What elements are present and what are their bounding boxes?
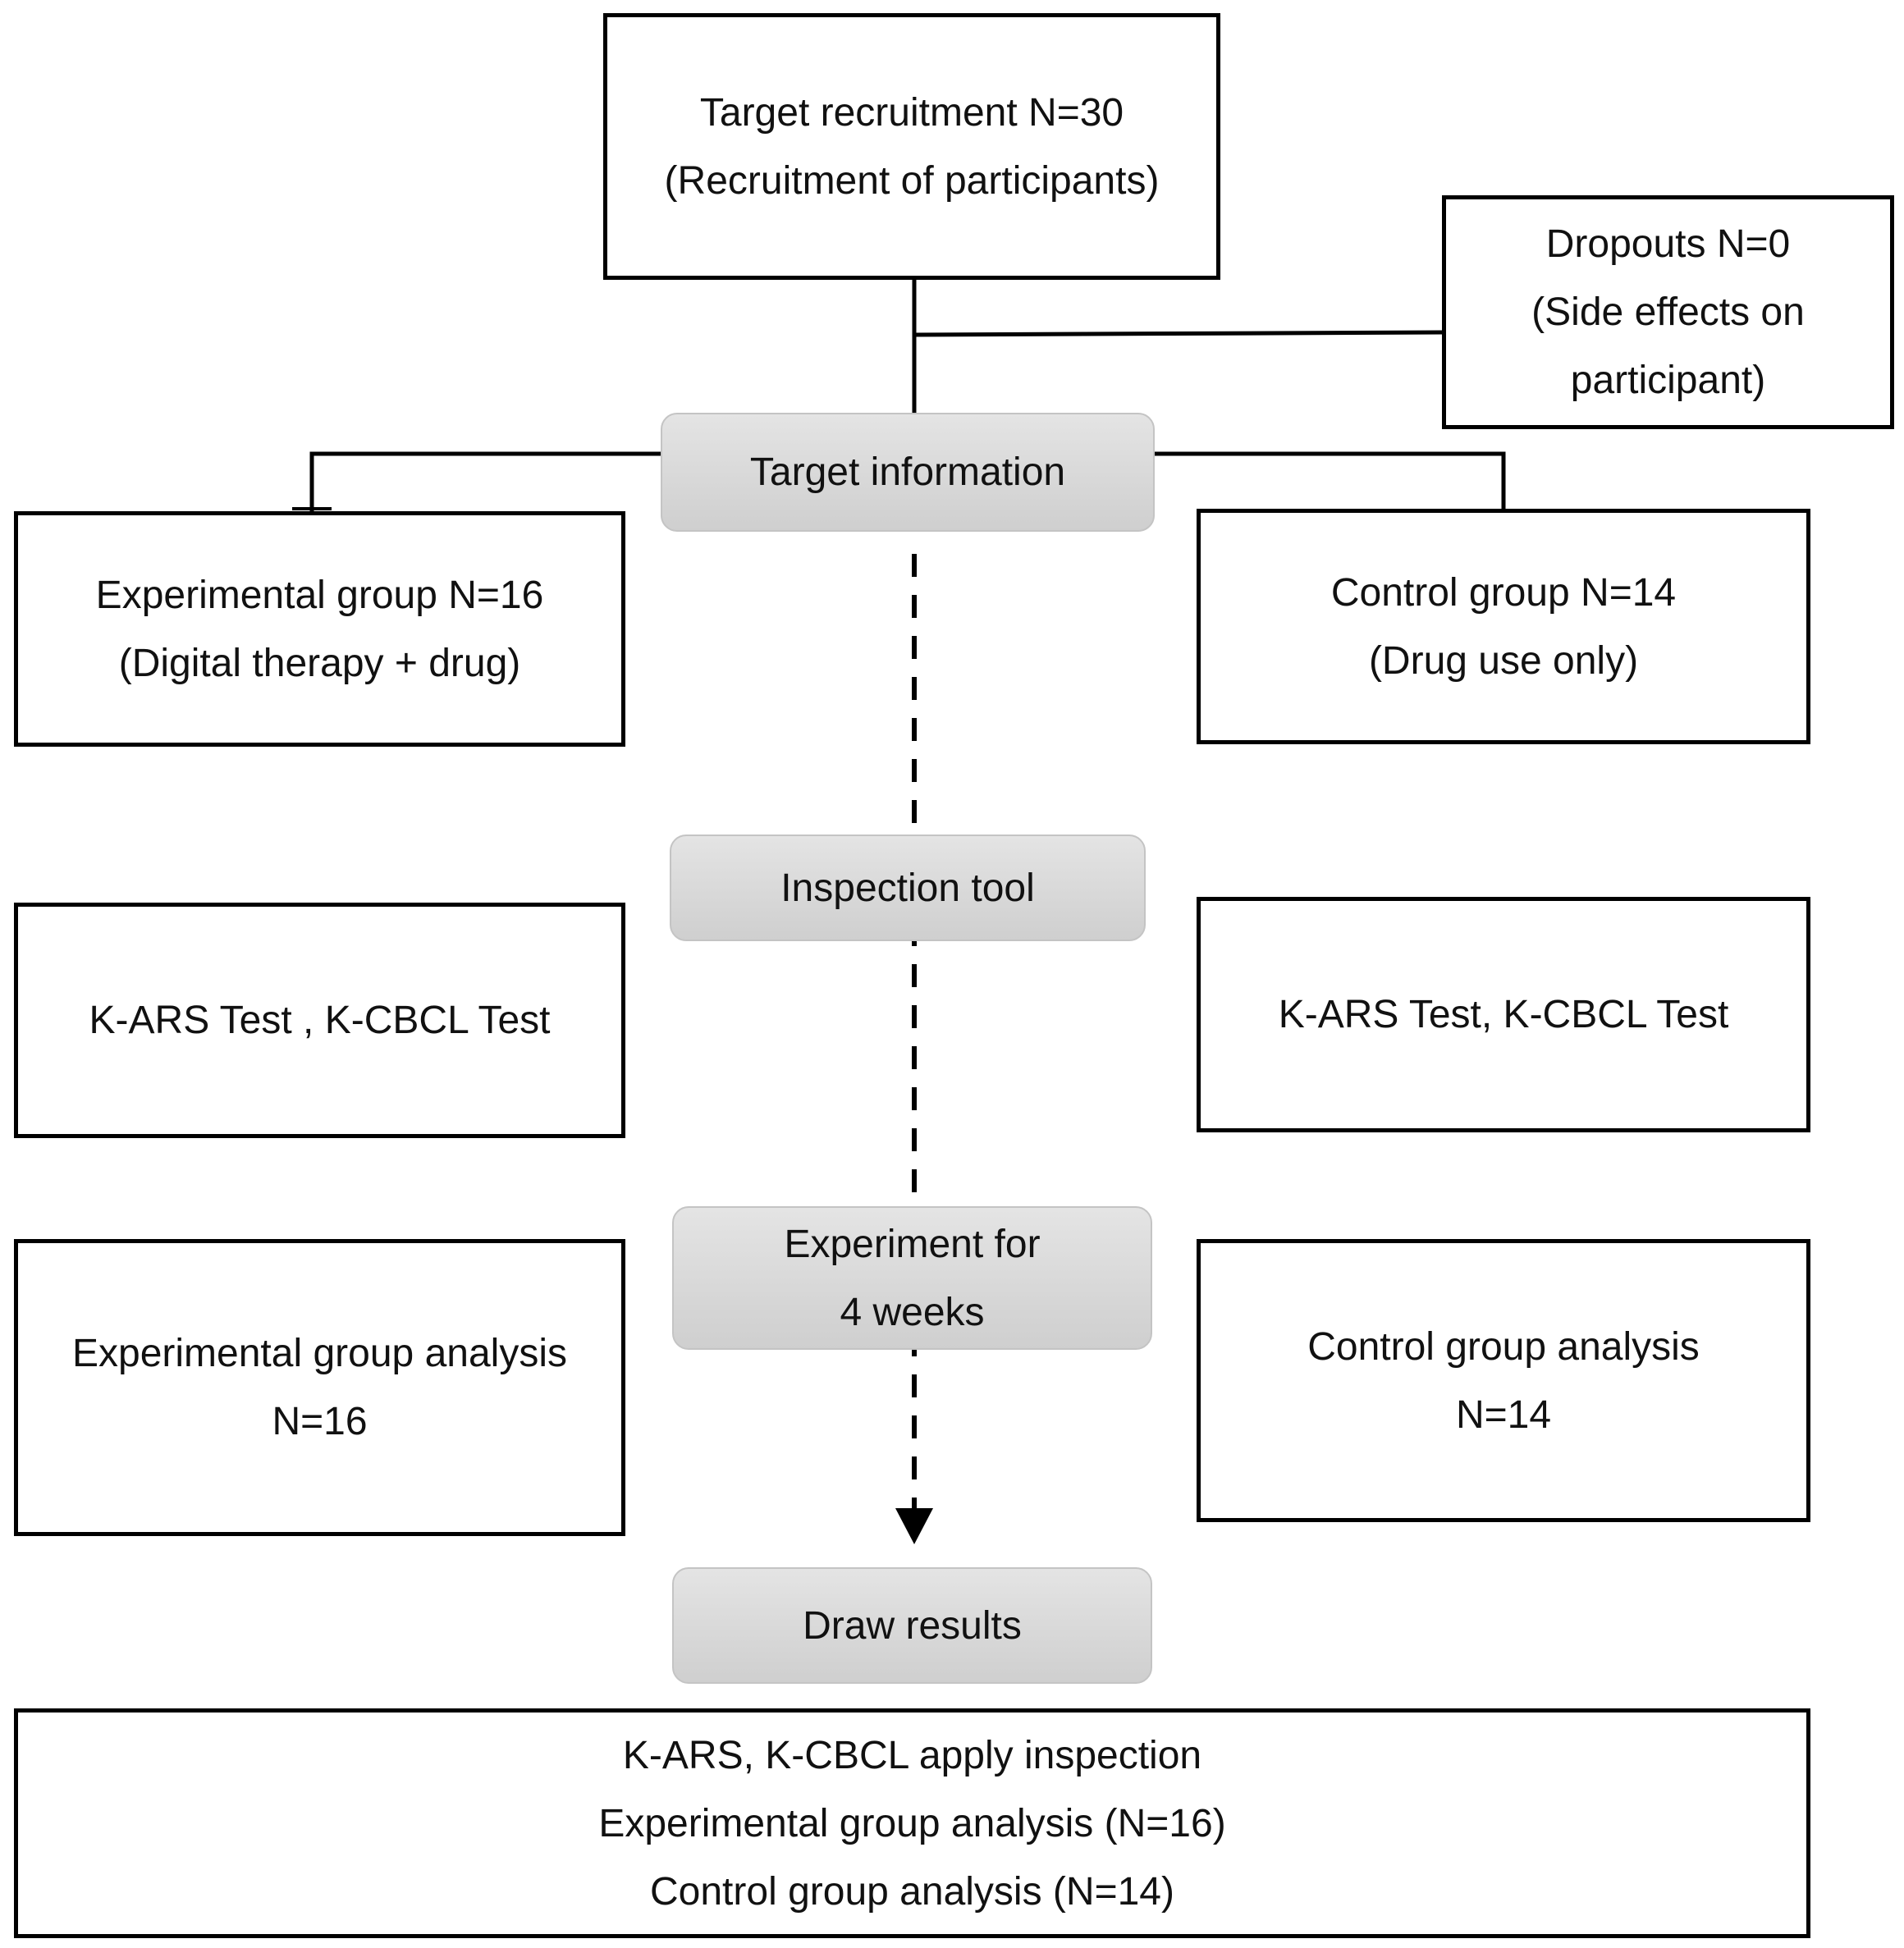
experimental-tests-box: K-ARS Test , K-CBCL Test bbox=[14, 903, 625, 1138]
experimental-group-title: Experimental group N=16 bbox=[95, 573, 544, 617]
dropout-branch-line bbox=[913, 330, 1445, 337]
experimental-group-subtitle: (Digital therapy + drug) bbox=[118, 641, 521, 685]
flow-arrowhead bbox=[895, 1508, 933, 1544]
experimental-tests-label: K-ARS Test , K-CBCL Test bbox=[89, 999, 551, 1042]
control-analysis-title: Control group analysis bbox=[1307, 1324, 1700, 1369]
recruitment-subtitle: (Recruitment of participants) bbox=[664, 158, 1160, 203]
stage-inspection-tool: Inspection tool bbox=[670, 835, 1146, 941]
control-group-title: Control group N=14 bbox=[1330, 570, 1677, 615]
recruitment-box: Target recruitment N=30 (Recruitment of … bbox=[603, 13, 1220, 280]
experimental-analysis-title: Experimental group analysis bbox=[72, 1332, 567, 1375]
final-results-line1: K-ARS, K-CBCL apply inspection bbox=[622, 1733, 1202, 1777]
dropouts-reason-line1: (Side effects on bbox=[1531, 290, 1805, 334]
dropouts-box: Dropouts N=0 (Side effects on participan… bbox=[1442, 195, 1894, 429]
stage-target-information: Target information bbox=[661, 413, 1155, 532]
stage-target-information-label: Target information bbox=[749, 450, 1066, 494]
control-analysis-count: N=14 bbox=[1455, 1392, 1552, 1437]
control-branch-line bbox=[1153, 451, 1506, 509]
dropouts-title: Dropouts N=0 bbox=[1545, 222, 1791, 266]
experimental-branch-line bbox=[309, 451, 661, 511]
experimental-analysis-box: Experimental group analysis N=16 bbox=[14, 1239, 625, 1536]
final-results-line2: Experimental group analysis (N=16) bbox=[598, 1801, 1226, 1845]
stage-experiment: Experiment for 4 weeks bbox=[672, 1206, 1152, 1350]
stage-experiment-line1: Experiment for bbox=[784, 1222, 1041, 1266]
control-group-box: Control group N=14 (Drug use only) bbox=[1197, 509, 1810, 744]
final-results-line3: Control group analysis (N=14) bbox=[650, 1869, 1174, 1914]
control-tests-box: K-ARS Test, K-CBCL Test bbox=[1197, 897, 1810, 1132]
recruitment-title: Target recruitment N=30 bbox=[699, 90, 1124, 135]
stage-experiment-line2: 4 weeks bbox=[840, 1290, 985, 1334]
control-group-subtitle: (Drug use only) bbox=[1368, 638, 1639, 683]
final-results-box: K-ARS, K-CBCL apply inspection Experimen… bbox=[14, 1708, 1810, 1938]
dropouts-reason-line2: participant) bbox=[1570, 359, 1766, 402]
stage-draw-results-label: Draw results bbox=[803, 1603, 1022, 1648]
stage-draw-results: Draw results bbox=[672, 1567, 1152, 1684]
experimental-analysis-count: N=16 bbox=[272, 1400, 368, 1443]
experimental-group-box: Experimental group N=16 (Digital therapy… bbox=[14, 511, 625, 747]
stage-inspection-tool-label: Inspection tool bbox=[780, 866, 1035, 910]
control-tests-label: K-ARS Test, K-CBCL Test bbox=[1278, 993, 1729, 1036]
control-analysis-box: Control group analysis N=14 bbox=[1197, 1239, 1810, 1522]
